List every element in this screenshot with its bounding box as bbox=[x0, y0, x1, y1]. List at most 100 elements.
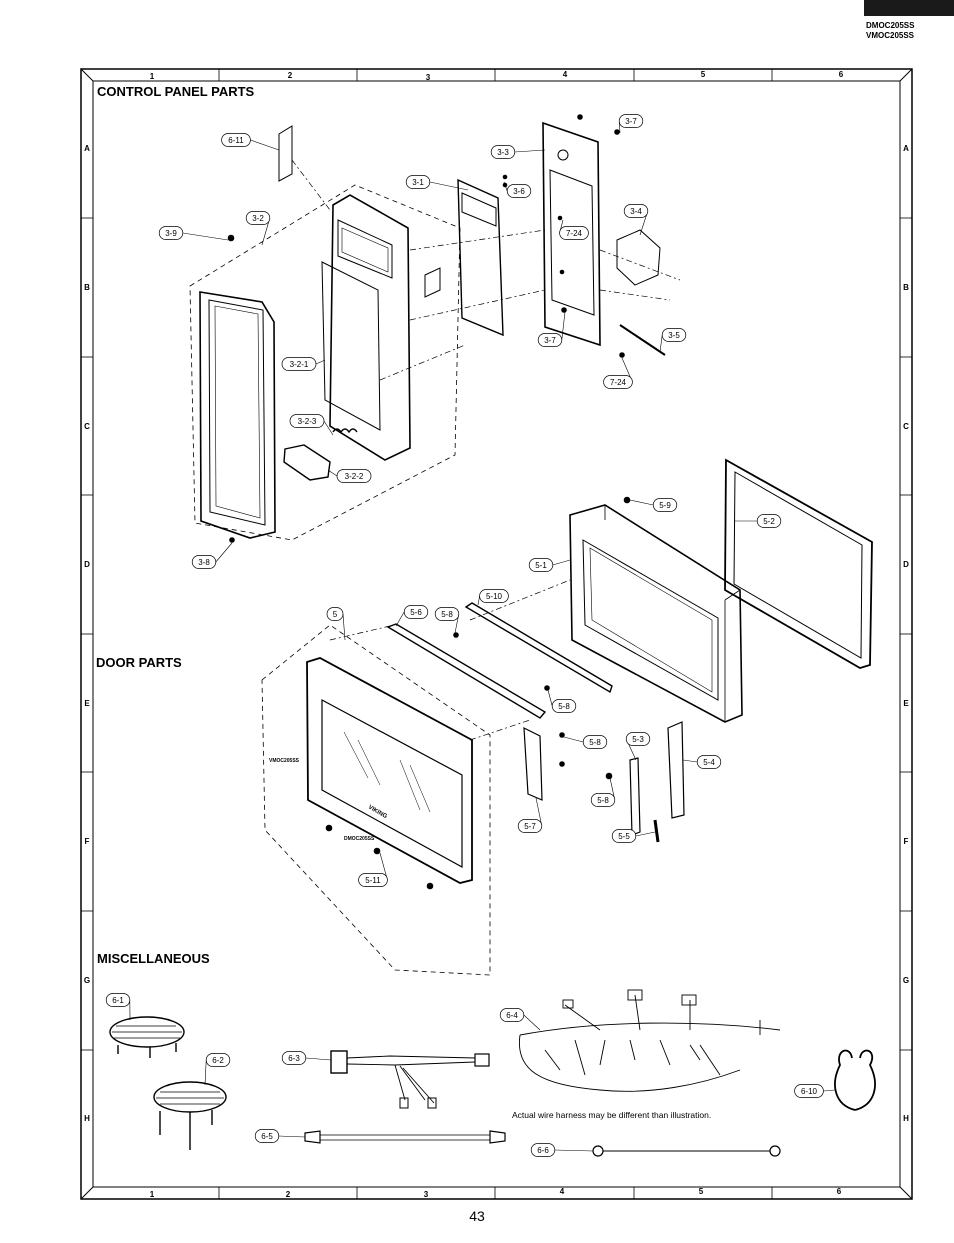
callout-label: 5-3 bbox=[632, 735, 644, 744]
callout-label: 6-2 bbox=[212, 1056, 224, 1065]
callout-label: 3-2-3 bbox=[298, 417, 317, 426]
callout-c6-2: 6-2 bbox=[204, 1053, 231, 1086]
callout-label: 7-24 bbox=[566, 229, 583, 238]
col-label-top-4: 4 bbox=[563, 70, 568, 79]
callout-c5: 5 bbox=[326, 607, 346, 641]
circuit-board-3-1 bbox=[457, 178, 504, 337]
door-model-text-bottom: DMOC205SS bbox=[344, 836, 375, 842]
callout-label: 6-1 bbox=[112, 996, 124, 1005]
panel-dashed-outline bbox=[189, 184, 461, 541]
drawing-frame bbox=[80, 68, 913, 1200]
row-label-right-A: A bbox=[903, 144, 909, 153]
callout-label: 5-8 bbox=[589, 738, 601, 747]
row-label-left-D: D bbox=[84, 560, 90, 569]
hook-6-10 bbox=[834, 1049, 876, 1111]
door-drawing bbox=[261, 458, 873, 976]
section-title-door: DOOR PARTS bbox=[96, 655, 182, 670]
chassis-plate-3-3 bbox=[542, 121, 601, 347]
callout-c5-5: 5-5 bbox=[611, 829, 656, 843]
callout-c5-3: 5-3 bbox=[625, 732, 651, 761]
bracket-3-4 bbox=[616, 229, 661, 286]
door-model-text-left: VMOC205SS bbox=[269, 758, 300, 764]
row-label-left-F: F bbox=[85, 837, 90, 846]
callout-label: 3-3 bbox=[497, 148, 509, 157]
callout-c6-3: 6-3 bbox=[281, 1051, 332, 1065]
door-dashed-outline bbox=[261, 624, 491, 976]
callout-label: 6-5 bbox=[261, 1132, 273, 1141]
row-label-right-F: F bbox=[904, 837, 909, 846]
callout-label: 6-4 bbox=[506, 1011, 518, 1020]
spring-5-5 bbox=[653, 819, 660, 843]
callout-label: 3-2-2 bbox=[345, 472, 364, 481]
callout-c6-6: 6-6 bbox=[530, 1143, 594, 1157]
callout-label: 3-2 bbox=[252, 214, 264, 223]
callout-c3-3: 3-3 bbox=[490, 145, 546, 159]
callout-label: 6-3 bbox=[288, 1054, 300, 1063]
choke-frame-5-2 bbox=[724, 458, 873, 669]
header-black-bar bbox=[864, 0, 954, 16]
panel-connector bbox=[424, 267, 441, 298]
callout-label: 3-5 bbox=[668, 331, 680, 340]
rack-6-2 bbox=[153, 1081, 227, 1113]
callout-label: 5-8 bbox=[597, 796, 609, 805]
col-label-top-5: 5 bbox=[701, 70, 706, 79]
callout-label: 3-2-1 bbox=[290, 360, 309, 369]
section-title-misc: MISCELLANEOUS bbox=[97, 951, 210, 966]
cable-6-5 bbox=[304, 1130, 321, 1144]
col-label-bottom-2: 2 bbox=[286, 1190, 291, 1199]
callout-c7-24a: 7-24 bbox=[559, 219, 589, 240]
callout-c6-11: 6-11 bbox=[221, 133, 280, 151]
callout-c3-2-2: 3-2-2 bbox=[327, 469, 372, 483]
callout-c5-8d: 5-8 bbox=[590, 777, 616, 807]
callout-label: 5-4 bbox=[703, 758, 715, 767]
callout-label: 5-1 bbox=[535, 561, 547, 570]
row-label-right-C: C bbox=[903, 422, 909, 431]
control-panel-display bbox=[337, 219, 393, 279]
rod-3-5 bbox=[619, 324, 666, 356]
callout-c6-5: 6-5 bbox=[254, 1129, 306, 1143]
callout-c5-6: 5-6 bbox=[395, 605, 429, 627]
latch-hook-5-4 bbox=[667, 721, 685, 819]
callout-label: 3-9 bbox=[165, 229, 177, 238]
grid-labels: 1 2 3 4 5 6 1 2 3 4 5 6 A B C D E F G H … bbox=[84, 70, 909, 1199]
latch-plate-5-7 bbox=[523, 726, 543, 801]
callout-c5-11: 5-11 bbox=[358, 852, 388, 887]
callout-label: 5-8 bbox=[558, 702, 570, 711]
strip-5-6 bbox=[386, 623, 547, 719]
door-brand-logo: VIKING bbox=[367, 805, 388, 821]
membrane-sheet bbox=[321, 261, 381, 431]
callout-label: 5-6 bbox=[410, 608, 422, 617]
callout-label: 3-7 bbox=[625, 117, 637, 126]
callout-c3-7a: 3-7 bbox=[618, 114, 644, 134]
callout-c3-8: 3-8 bbox=[191, 542, 233, 569]
callout-c7-24b: 7-24 bbox=[603, 357, 633, 389]
main-harness-6-4 bbox=[518, 989, 781, 1092]
row-label-left-E: E bbox=[84, 699, 90, 708]
callout-label: 5-8 bbox=[441, 610, 453, 619]
callout-label: 5 bbox=[333, 610, 338, 619]
callout-c3-2: 3-2 bbox=[245, 211, 271, 246]
col-label-top-3: 3 bbox=[426, 73, 431, 82]
callout-c5-8c: 5-8 bbox=[563, 735, 608, 749]
callout-c3-4: 3-4 bbox=[623, 204, 649, 236]
callout-label: 3-7 bbox=[544, 336, 556, 345]
row-label-left-B: B bbox=[84, 283, 90, 292]
release-button bbox=[283, 444, 331, 481]
callout-c5-8a: 5-8 bbox=[434, 607, 460, 634]
callout-label: 5-11 bbox=[365, 876, 381, 885]
callout-c5-4: 5-4 bbox=[682, 755, 722, 769]
col-label-bottom-6: 6 bbox=[837, 1187, 842, 1196]
callout-label: 5-9 bbox=[659, 501, 671, 510]
label-plate-6-11 bbox=[278, 125, 293, 182]
row-label-right-D: D bbox=[903, 560, 909, 569]
col-label-top-2: 2 bbox=[288, 71, 293, 80]
callout-label: 6-11 bbox=[228, 136, 244, 145]
callout-c3-9: 3-9 bbox=[158, 226, 229, 241]
callout-label: 5-5 bbox=[618, 832, 630, 841]
misc-drawing bbox=[109, 989, 876, 1157]
panel-front-frame bbox=[199, 291, 276, 539]
callout-labels: 6-113-93-23-13-33-63-77-243-43-73-57-243… bbox=[105, 114, 836, 1157]
row-label-right-E: E bbox=[903, 699, 909, 708]
row-label-left-H: H bbox=[84, 1114, 90, 1123]
callout-label: 5-10 bbox=[486, 592, 503, 601]
